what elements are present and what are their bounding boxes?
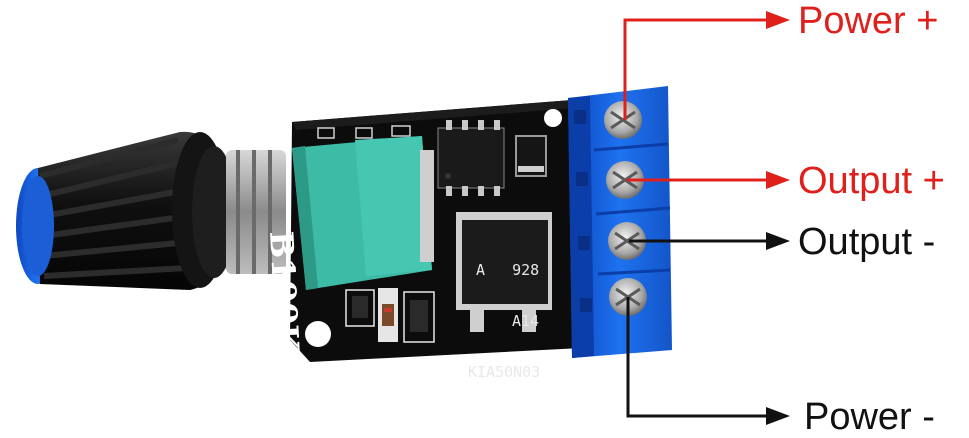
screw-terminal-3[interactable]: [608, 222, 646, 260]
mosfet-marking: A 928 A14 KIA50N03: [468, 228, 548, 398]
label-output-plus: Output +: [798, 160, 945, 202]
label-output-minus: Output -: [798, 221, 936, 263]
diode: [515, 135, 547, 177]
mounting-hole: [544, 109, 562, 127]
screw-terminal-1[interactable]: [604, 101, 642, 139]
terminal-block: [568, 86, 672, 358]
potentiometer-body: [292, 136, 434, 290]
mosfet-line-2: A14: [512, 312, 540, 330]
ic-chip: [437, 120, 505, 196]
potentiometer-knob[interactable]: [16, 131, 236, 290]
mosfet: [456, 212, 552, 332]
screw-terminal-2[interactable]: [606, 161, 644, 199]
smd-components: [345, 288, 435, 343]
mosfet-line-1: A 928: [476, 261, 540, 279]
arrow-output-minus: [629, 232, 790, 250]
mounting-hole: [305, 321, 331, 347]
pot-marking: B100K: [262, 230, 307, 354]
mosfet-line-3: KIA50N03: [468, 363, 541, 381]
arrow-power-plus: [623, 11, 790, 120]
label-power-minus: Power -: [804, 396, 935, 438]
arrow-power-minus: [626, 297, 790, 425]
label-power-plus: Power +: [798, 0, 939, 42]
arrow-output-plus: [627, 171, 790, 189]
pot-shaft: [226, 150, 286, 274]
